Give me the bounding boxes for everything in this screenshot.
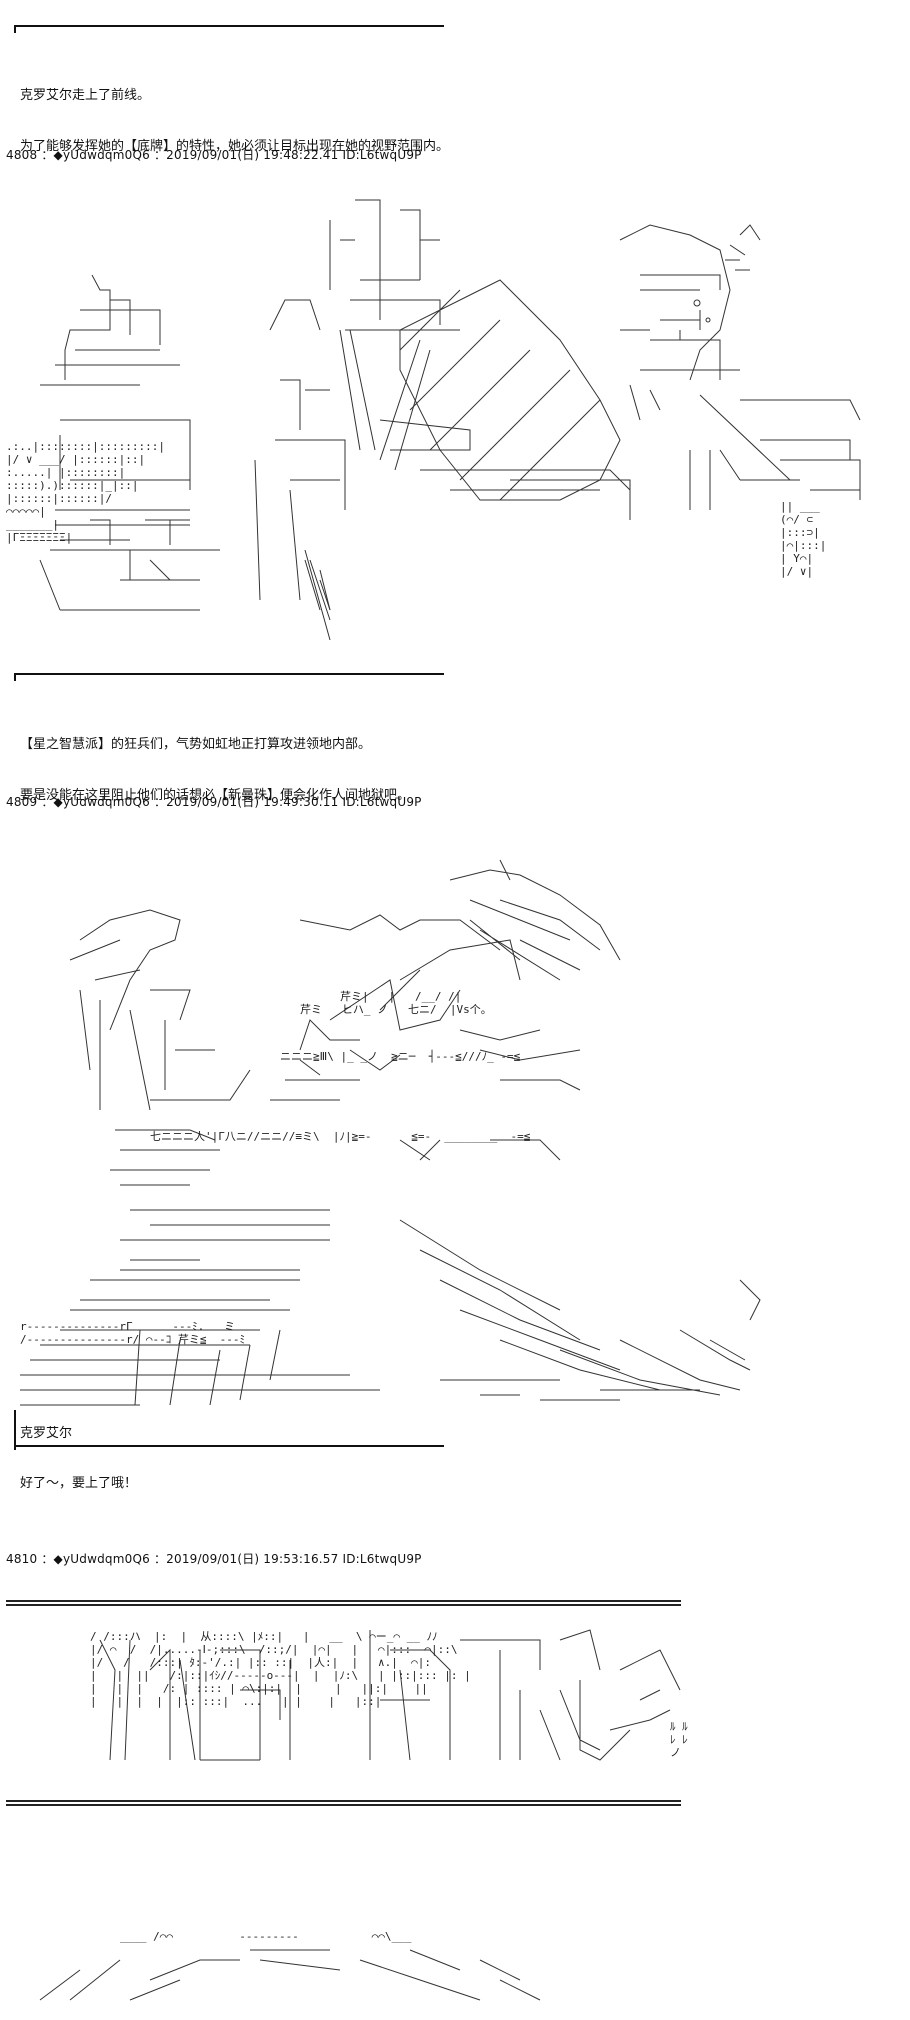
post-header-4808: 4808 ：◆yUdwdqm0Q6 ：2019/09/01(日) 19:48:2… [6,148,422,162]
speaker-name: 克罗艾尔 [20,1426,73,1441]
ascii-art-knights [39,199,861,641]
narration-line: 克罗艾尔走上了前线。 [20,88,151,103]
ascii-art-wave-text-d: 七ニニニ人'|Γ八ニ//ニニ//≡ミ\ |ﾉ|≧=- ≦=- ________ … [150,1130,531,1143]
ascii-art-knights-right-text: || ___ (⌒/ ⊂ |:::⊃| |⌒|:::| | Y⌒| |/ ∨| [780,500,827,578]
ascii-art-wave-text-b: 芹ミ ヒハ_ ノ 七ニ/ |Vs个。 [300,1003,492,1016]
panel-border-bottom [6,1800,681,1806]
ascii-art-bottom-text: ____ /⌒⌒ --------- ⌒⌒\___ [120,1930,412,1943]
ascii-art-sfx-text: / /:::ハ |: | 从::::\ |ﾒ::| | __ \ ⌒ー_⌒ __… [90,1630,471,1708]
ascii-art-wave-text-c: ニニニ≧Ⅲ\ |_ _ノ ≧ニ─ ┤---≦///ﾉ_ -=≦ [280,1050,521,1063]
sfx-accent-right: ﾙ ﾙ ﾚ ﾚ ノ [670,1720,688,1759]
dialogue-line: 好了～，要上了哦！ [20,1476,138,1491]
panel-border-top [6,1600,681,1606]
section-bracket-2 [14,673,16,681]
post-header-4809: 4809 ：◆yUdwdqm0Q6 ：2019/09/01(日) 19:49:3… [6,795,422,809]
narration-line: 为了能够发挥她的【底牌】的特性，她必须让目标出现在她的视野范围内。 [20,139,450,154]
ascii-art-wave-text-a: 芹ミ| | /__/ /| [340,990,462,1003]
narration-line: 【星之智慧派】的狂兵们，气势如虹地正打算攻进领地内部。 [20,737,372,752]
narration-1: 克罗艾尔走上了前线。 为了能够发挥她的【底牌】的特性，她必须让目标出现在她的视野… [20,53,449,172]
section-rule-2 [14,673,444,675]
speaker-bracket [14,1410,16,1450]
speaker-rule [14,1445,444,1447]
ascii-art-wave-text-e: r--------------rΓ ---ﾐ. ミ /-------------… [20,1320,246,1346]
section-rule-1 [14,25,444,27]
ascii-art-knights-left-text: .:..|::::::::|:::::::::| |/ ∨ ___/ |::::… [6,440,165,544]
narration-2: 【星之智慧派】的狂兵们，气势如虹地正打算攻进领地内部。 要是没能在这里阻止他们的… [20,702,410,821]
ascii-art-wave-battle [20,859,761,1406]
post-header-4810: 4810 ：◆yUdwdqm0Q6 ：2019/09/01(日) 19:53:1… [6,1552,422,1566]
ascii-art-bottom [39,1949,541,2001]
section-bracket-1 [14,25,16,33]
narration-line: 要是没能在这里阻止他们的话想必【新曼珠】便会化作人间地狱吧。 [20,788,411,803]
ascii-art-sfx [99,1629,681,1761]
